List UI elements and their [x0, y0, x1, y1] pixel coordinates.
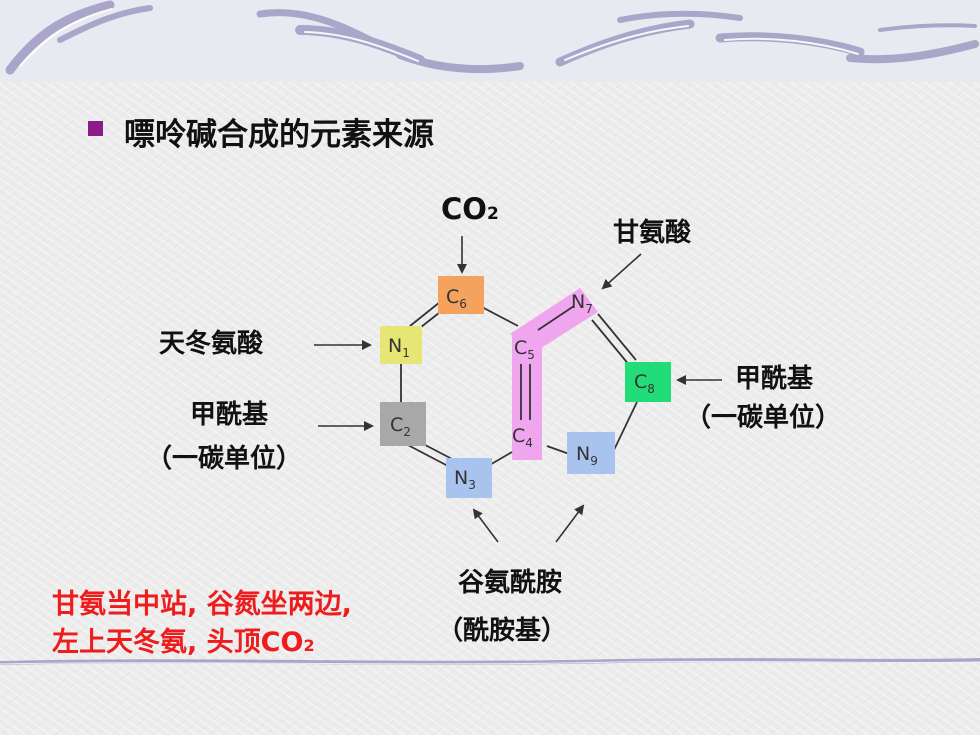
atom-c6: C6	[446, 286, 467, 311]
slide-title: 嘌呤碱合成的元素来源	[124, 117, 434, 153]
c2-atom-box	[380, 402, 426, 446]
n9-atom-box	[567, 432, 615, 474]
title-bullet	[88, 121, 103, 136]
atom-c8: C8	[634, 371, 655, 396]
mnemonic-line2: 左上天冬氨, 头顶CO2	[52, 627, 315, 658]
ring-bonds	[400, 301, 638, 467]
atom-c5: C5	[514, 337, 535, 362]
atom-n9: N9	[576, 443, 598, 468]
atom-n3: N3	[454, 467, 476, 492]
formyl-right-label-line1: 甲酰基	[735, 364, 814, 394]
glutamine-arrow-n3	[472, 508, 499, 543]
mnemonic-line1: 甘氨当中站, 谷氮坐两边,	[52, 589, 352, 620]
aspartate-label: 天冬氨酸	[159, 329, 264, 359]
atom-n7: N7	[571, 291, 593, 316]
atom-c2: C2	[390, 414, 411, 439]
decorative-footer-rule	[0, 658, 980, 665]
atom-c4: C4	[512, 425, 533, 450]
formyl-right-label-line2: （一碳单位）	[685, 403, 842, 433]
glutamine-label-line2: （酰胺基）	[437, 616, 568, 646]
c4-c5-bond-highlight	[512, 332, 542, 460]
glycine-label: 甘氨酸	[613, 218, 692, 248]
decorative-header-band	[0, 0, 980, 82]
co2-label: CO2	[441, 192, 499, 226]
formyl-left-label-line1: 甲酰基	[190, 400, 269, 430]
n1-atom-box	[380, 326, 422, 364]
glycine-arrow	[601, 253, 642, 290]
mnemonic-text: 甘氨当中站, 谷氮坐两边, 左上天冬氨, 头顶CO2	[52, 586, 352, 665]
c8-atom-box	[625, 362, 671, 402]
glutamine-label-line1: 谷氨酰胺	[458, 568, 563, 598]
atom-n1: N1	[388, 335, 410, 360]
formyl-left-label-line2: （一碳单位）	[146, 444, 303, 474]
glutamine-arrow-n9	[555, 504, 585, 543]
c6-atom-box	[438, 276, 484, 314]
n3-atom-box	[446, 458, 492, 498]
